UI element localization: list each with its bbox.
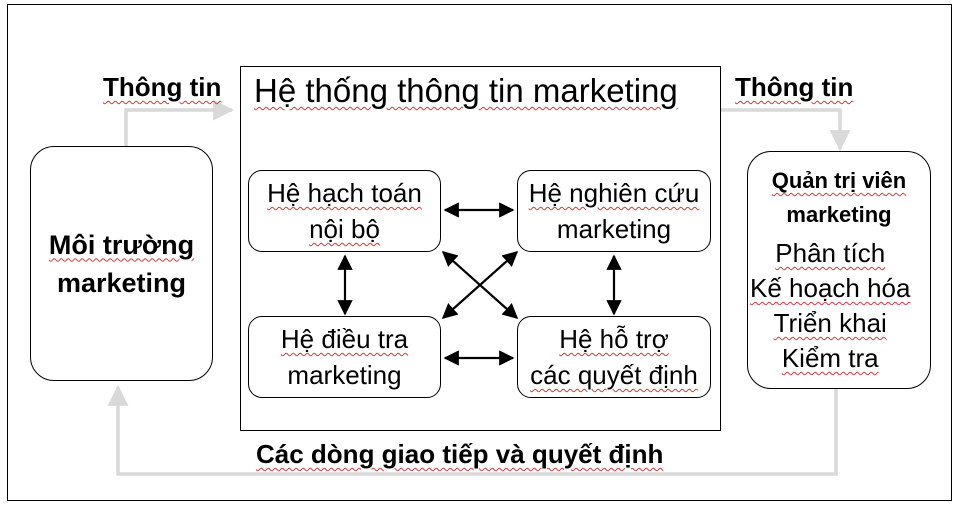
system-title: Hệ thống thông tin marketing — [254, 72, 678, 109]
flow-system-to-manager — [721, 108, 851, 152]
manager-task: Kế hoạch hóa — [750, 273, 911, 303]
environment-line2: marketing — [56, 267, 187, 298]
research-box: Hệ nghiên cứu marketing — [517, 170, 711, 252]
decision-support-line2: các quyết định — [530, 360, 698, 390]
manager-task: Triển khai — [773, 308, 887, 338]
system-box — [240, 66, 721, 431]
decision-support-box: Hệ hỗ trợ các quyết định — [517, 316, 711, 398]
internal-accounting-line1: Hệ hạch toán — [267, 178, 422, 208]
intelligence-line1: Hệ điều tra — [280, 324, 409, 354]
flow-feedback — [107, 384, 838, 476]
manager-title: Quản trị viên marketing — [748, 164, 930, 232]
research-line1: Hệ nghiên cứu — [528, 178, 700, 208]
manager-title-line1: Quản trị viên — [771, 168, 907, 193]
diagram-frame — [7, 4, 952, 501]
info-in-label: Thông tin — [103, 72, 222, 102]
info-out-label: Thông tin — [735, 72, 854, 102]
arrow-research-intelligence — [441, 250, 519, 320]
manager-task-list: Phân tích Kế hoạch hóa Triển khai Kiểm t… — [748, 236, 910, 376]
manager-task: Phân tích — [775, 238, 886, 268]
manager-task: Kiểm tra — [781, 343, 879, 373]
internal-accounting-line2: nội bộ — [309, 214, 380, 244]
manager-box: Quản trị viên marketing Phân tích Kế hoạ… — [747, 151, 931, 389]
decision-support-line1: Hệ hỗ trợ — [559, 324, 669, 354]
environment-box: Môi trường marketing — [30, 146, 213, 381]
feedback-label: Các dòng giao tiếp và quyết định — [256, 439, 664, 469]
internal-accounting-box: Hệ hạch toán nội bộ — [248, 170, 441, 252]
flow-env-to-system — [124, 99, 235, 146]
intelligence-line2: marketing — [287, 360, 402, 390]
research-line2: marketing — [556, 214, 672, 244]
intelligence-box: Hệ điều tra marketing — [248, 316, 441, 398]
environment-line1: Môi trường — [48, 229, 195, 260]
manager-title-line2: marketing — [786, 202, 892, 227]
